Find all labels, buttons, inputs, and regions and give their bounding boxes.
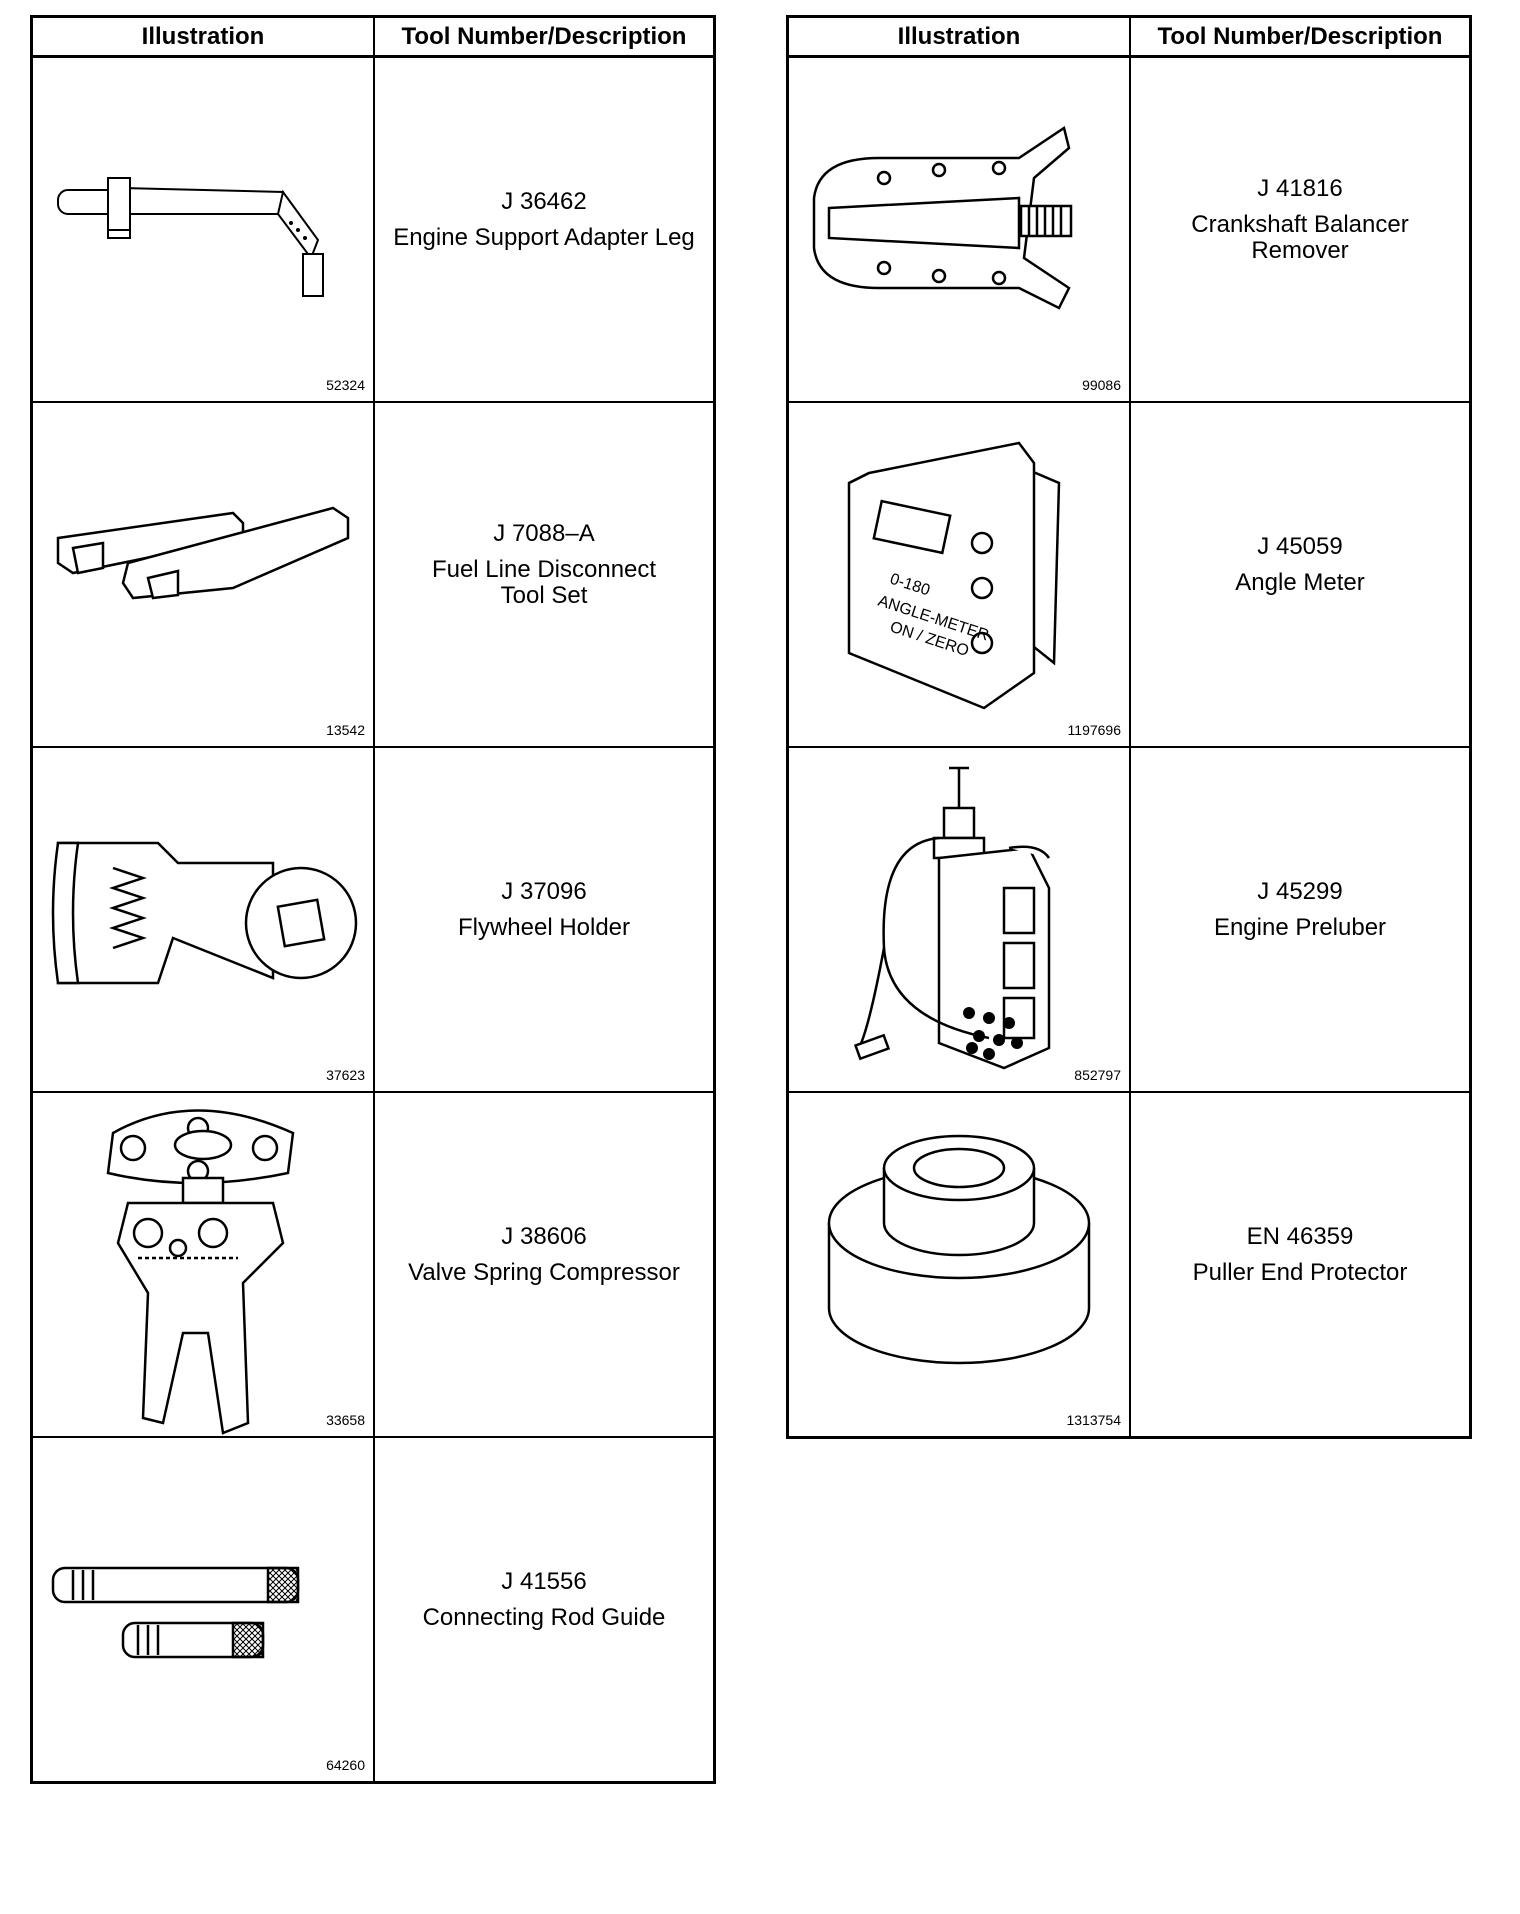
tool-name: Engine Preluber — [1213, 913, 1387, 941]
figure-number: 13542 — [326, 722, 365, 738]
table-row: 99086 J 41816 Crankshaft Balancer Remove… — [789, 58, 1469, 403]
tool-description: J 38606 Valve Spring Compressor — [375, 1093, 713, 1436]
tool-description: J 45059 Angle Meter — [1131, 403, 1469, 746]
table-row: 13542 J 7088–A Fuel Line Disconnect Tool… — [33, 403, 713, 748]
tool-number: J 45059 — [1257, 532, 1343, 560]
tool-name: Flywheel Holder — [457, 913, 631, 941]
illustration-cell: 99086 — [789, 58, 1131, 401]
header-tool: Tool Number/Description — [401, 22, 687, 50]
table-row: 33658 J 38606 Valve Spring Compressor — [33, 1093, 713, 1438]
header-illustration: Illustration — [33, 18, 375, 55]
connecting-rod-guide-icon — [51, 1566, 300, 1659]
table-header: Illustration Tool Number/Description — [789, 18, 1469, 58]
figure-number: 52324 — [326, 377, 365, 393]
illustration-cell: 1313754 — [789, 1093, 1131, 1436]
tool-name: Crankshaft Balancer Remover — [1191, 210, 1409, 264]
tool-description: J 45299 Engine Preluber — [1131, 748, 1469, 1091]
illustration-cell: 64260 — [33, 1438, 375, 1781]
tool-number: J 41816 — [1257, 174, 1343, 202]
table-row: 1313754 EN 46359 Puller End Protector — [789, 1093, 1469, 1436]
tool-number: J 38606 — [501, 1222, 587, 1250]
tool-description: J 36462 Engine Support Adapter Leg — [375, 58, 713, 401]
engine-preluber-icon — [853, 766, 1051, 1070]
illustration-cell: 33658 — [33, 1093, 375, 1436]
balancer-remover-icon — [812, 125, 1073, 310]
tool-table-left: Illustration Tool Number/Description 523… — [30, 15, 716, 1784]
table-header: Illustration Tool Number/Description — [33, 18, 713, 58]
valve-spring-compressor-icon — [106, 1109, 295, 1435]
illustration-cell: 0-180 ANGLE-METER ON / ZERO 1197696 — [789, 403, 1131, 746]
tool-number: J 37096 — [501, 877, 587, 905]
fuel-line-disconnect-tool-icon — [56, 506, 350, 600]
puller-end-protector-icon — [827, 1134, 1091, 1365]
table-row: 52324 J 36462 Engine Support Adapter Leg — [33, 58, 713, 403]
figure-number: 99086 — [1082, 377, 1121, 393]
tool-table-right: Illustration Tool Number/Description 990… — [786, 15, 1472, 1439]
angle-meter-icon: 0-180 ANGLE-METER ON / ZERO — [847, 441, 1061, 710]
table-row: 852797 J 45299 Engine Preluber — [789, 748, 1469, 1093]
tool-name: Valve Spring Compressor — [408, 1258, 680, 1286]
figure-number: 37623 — [326, 1067, 365, 1083]
figure-number: 64260 — [326, 1757, 365, 1773]
illustration-cell: 37623 — [33, 748, 375, 1091]
illustration-cell: 13542 — [33, 403, 375, 746]
tool-name: Angle Meter — [1235, 568, 1365, 596]
illustration-cell: 852797 — [789, 748, 1131, 1091]
tool-description: EN 46359 Puller End Protector — [1131, 1093, 1469, 1436]
tool-number: J 41556 — [501, 1567, 587, 1595]
tool-number: EN 46359 — [1246, 1222, 1354, 1250]
tool-name: Fuel Line Disconnect Tool Set — [431, 555, 657, 609]
tool-name: Connecting Rod Guide — [422, 1603, 666, 1631]
tool-description: J 41556 Connecting Rod Guide — [375, 1438, 713, 1781]
table-row: 64260 J 41556 Connecting Rod Guide — [33, 1438, 713, 1781]
tool-description: J 7088–A Fuel Line Disconnect Tool Set — [375, 403, 713, 746]
header-illustration: Illustration — [789, 18, 1131, 55]
tool-name: Engine Support Adapter Leg — [393, 223, 695, 251]
illustration-cell: 52324 — [33, 58, 375, 401]
figure-number: 1197696 — [1067, 722, 1121, 738]
flywheel-holder-icon — [51, 841, 358, 985]
figure-number: 33658 — [326, 1412, 365, 1428]
table-row: 0-180 ANGLE-METER ON / ZERO 1197696 J 45… — [789, 403, 1469, 748]
header-tool: Tool Number/Description — [1157, 22, 1443, 50]
tool-number: J 36462 — [501, 187, 587, 215]
tool-number: J 7088–A — [493, 519, 595, 547]
tool-description: J 41816 Crankshaft Balancer Remover — [1131, 58, 1469, 401]
tool-name: Puller End Protector — [1192, 1258, 1408, 1286]
figure-number: 852797 — [1074, 1067, 1121, 1083]
tool-description: J 37096 Flywheel Holder — [375, 748, 713, 1091]
figure-number: 1313754 — [1066, 1412, 1121, 1428]
tool-number: J 45299 — [1257, 877, 1343, 905]
engine-support-adapter-leg-icon — [57, 177, 324, 297]
table-row: 37623 J 37096 Flywheel Holder — [33, 748, 713, 1093]
